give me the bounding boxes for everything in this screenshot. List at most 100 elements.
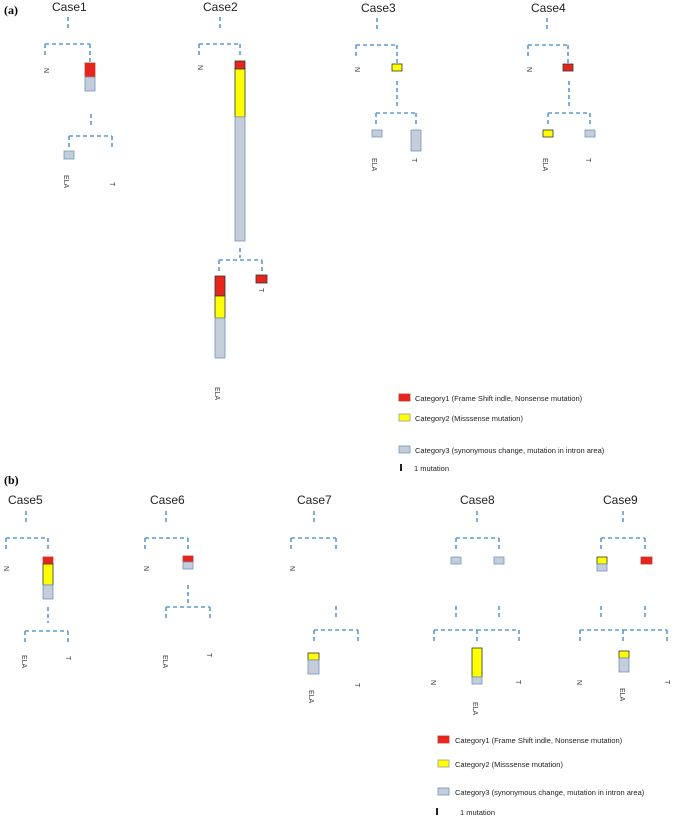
leaf-label-t: T xyxy=(584,158,591,163)
case6-tree: Case6 N ELA T xyxy=(142,493,212,669)
category2-block xyxy=(307,652,320,661)
legend-unit-mark xyxy=(400,464,402,471)
branch-line xyxy=(527,18,569,63)
category2-block xyxy=(596,556,608,565)
case8-tree: Case8 N ELA T xyxy=(429,493,521,716)
category1-block xyxy=(182,555,194,563)
branch-line xyxy=(165,585,211,621)
legend-label-category1: Category1 (Frame Shift indle, Nonsense m… xyxy=(415,394,583,403)
leaf-label-ela: ELA xyxy=(541,158,548,172)
category3-block xyxy=(596,563,608,572)
case-title: Case9 xyxy=(603,493,638,507)
category3-block xyxy=(371,129,383,138)
leaf-label-n: N xyxy=(288,566,295,571)
leaf-label-t: T xyxy=(353,683,360,688)
case-title: Case6 xyxy=(150,493,185,507)
branch-line xyxy=(455,511,500,552)
leaf-label-ela: ELA xyxy=(471,702,478,716)
case-title: Case4 xyxy=(531,1,566,15)
branch-line xyxy=(218,248,263,272)
legend-label-category3: Category3 (synonymous change, mutation i… xyxy=(415,446,605,455)
category3-block xyxy=(584,129,596,138)
legend-label-category2: Category2 (Misssense mutation) xyxy=(415,414,523,423)
branch-line xyxy=(198,17,241,58)
legend-label-unit: 1 mutation xyxy=(414,464,449,473)
category2-block xyxy=(391,63,403,72)
branch-line xyxy=(290,511,337,552)
category3-block xyxy=(214,317,226,359)
panel-a-label: (a) xyxy=(4,3,18,17)
leaf-label-n: N xyxy=(2,566,9,571)
leaf-label-t: T xyxy=(205,653,212,658)
category3-block xyxy=(450,556,462,565)
legend-panel-a: Category1 (Frame Shift indle, Nonsense m… xyxy=(398,393,605,473)
panel-b-label: (b) xyxy=(4,473,19,487)
branch-line xyxy=(547,81,591,127)
leaf-label-t: T xyxy=(410,158,417,163)
category2-block xyxy=(542,129,554,138)
leaf-label-ela: ELA xyxy=(161,655,168,669)
leaf-label-ela: ELA xyxy=(62,175,69,189)
leaf-label-n: N xyxy=(575,680,582,685)
case4-tree: Case4 N ELA T xyxy=(525,1,596,172)
leaf-label-n: N xyxy=(196,65,203,70)
legend-unit-mark xyxy=(436,808,438,815)
category3-block xyxy=(493,556,505,565)
category3-block xyxy=(471,676,483,685)
category3-block xyxy=(42,584,54,600)
category3-block xyxy=(410,129,422,152)
legend-swatch-category2 xyxy=(437,759,450,768)
category1-block xyxy=(562,63,574,72)
branch-line xyxy=(579,606,668,644)
category3-block xyxy=(63,150,75,160)
leaf-label-n: N xyxy=(353,67,360,72)
leaf-label-n: N xyxy=(42,68,49,73)
legend-label-category2: Category2 (Misssense mutation) xyxy=(455,760,563,769)
leaf-label-t: T xyxy=(108,182,115,187)
case7-tree: Case7 N ELA T xyxy=(288,493,360,704)
leaf-label-n: N xyxy=(142,566,149,571)
category1-block xyxy=(234,60,246,70)
case-title: Case5 xyxy=(8,493,43,507)
legend-swatch-category1 xyxy=(437,735,450,744)
legend-label-unit: 1 mutation xyxy=(460,808,495,817)
category2-block xyxy=(42,563,54,586)
legend-swatch-category1 xyxy=(398,393,411,402)
category1-block xyxy=(84,62,96,78)
case-title: Case2 xyxy=(203,0,238,14)
case3-tree: Case3 N ELA T xyxy=(353,1,422,172)
category3-block xyxy=(618,657,630,673)
category3-block xyxy=(307,659,320,675)
legend-swatch-category3 xyxy=(398,445,411,454)
branch-line xyxy=(44,17,91,64)
legend-label-category3: Category3 (synonymous change, mutation i… xyxy=(455,788,645,797)
category1-block xyxy=(255,274,268,284)
category2-block xyxy=(214,295,226,319)
leaf-label-ela: ELA xyxy=(213,387,220,401)
leaf-label-t: T xyxy=(64,656,71,661)
legend-panel-b: Category1 (Frame Shift indle, Nonsense m… xyxy=(436,735,645,817)
legend-swatch-category2 xyxy=(398,413,411,422)
category1-block xyxy=(42,556,54,565)
branch-line xyxy=(68,114,113,150)
case1-tree: Case1 N ELA T xyxy=(42,0,115,189)
category1-block xyxy=(214,275,226,297)
branch-line xyxy=(600,511,646,552)
branch-line xyxy=(375,81,417,127)
leaf-label-n: N xyxy=(429,680,436,685)
leaf-label-t: T xyxy=(663,680,670,685)
leaf-label-ela: ELA xyxy=(370,158,377,172)
case9-tree: Case9 N ELA T xyxy=(575,493,670,702)
leaf-label-n: N xyxy=(525,67,532,72)
category1-block xyxy=(640,556,653,565)
case-title: Case1 xyxy=(52,0,87,14)
legend-label-category1: Category1 (Frame Shift indle, Nonsense m… xyxy=(455,736,623,745)
branch-line xyxy=(5,511,49,552)
category2-block xyxy=(471,647,483,678)
leaf-label-t: T xyxy=(257,288,264,293)
category3-block xyxy=(234,116,246,242)
category2-block xyxy=(234,68,246,118)
leaf-label-ela: ELA xyxy=(618,688,625,702)
leaf-label-ela: ELA xyxy=(20,655,27,669)
